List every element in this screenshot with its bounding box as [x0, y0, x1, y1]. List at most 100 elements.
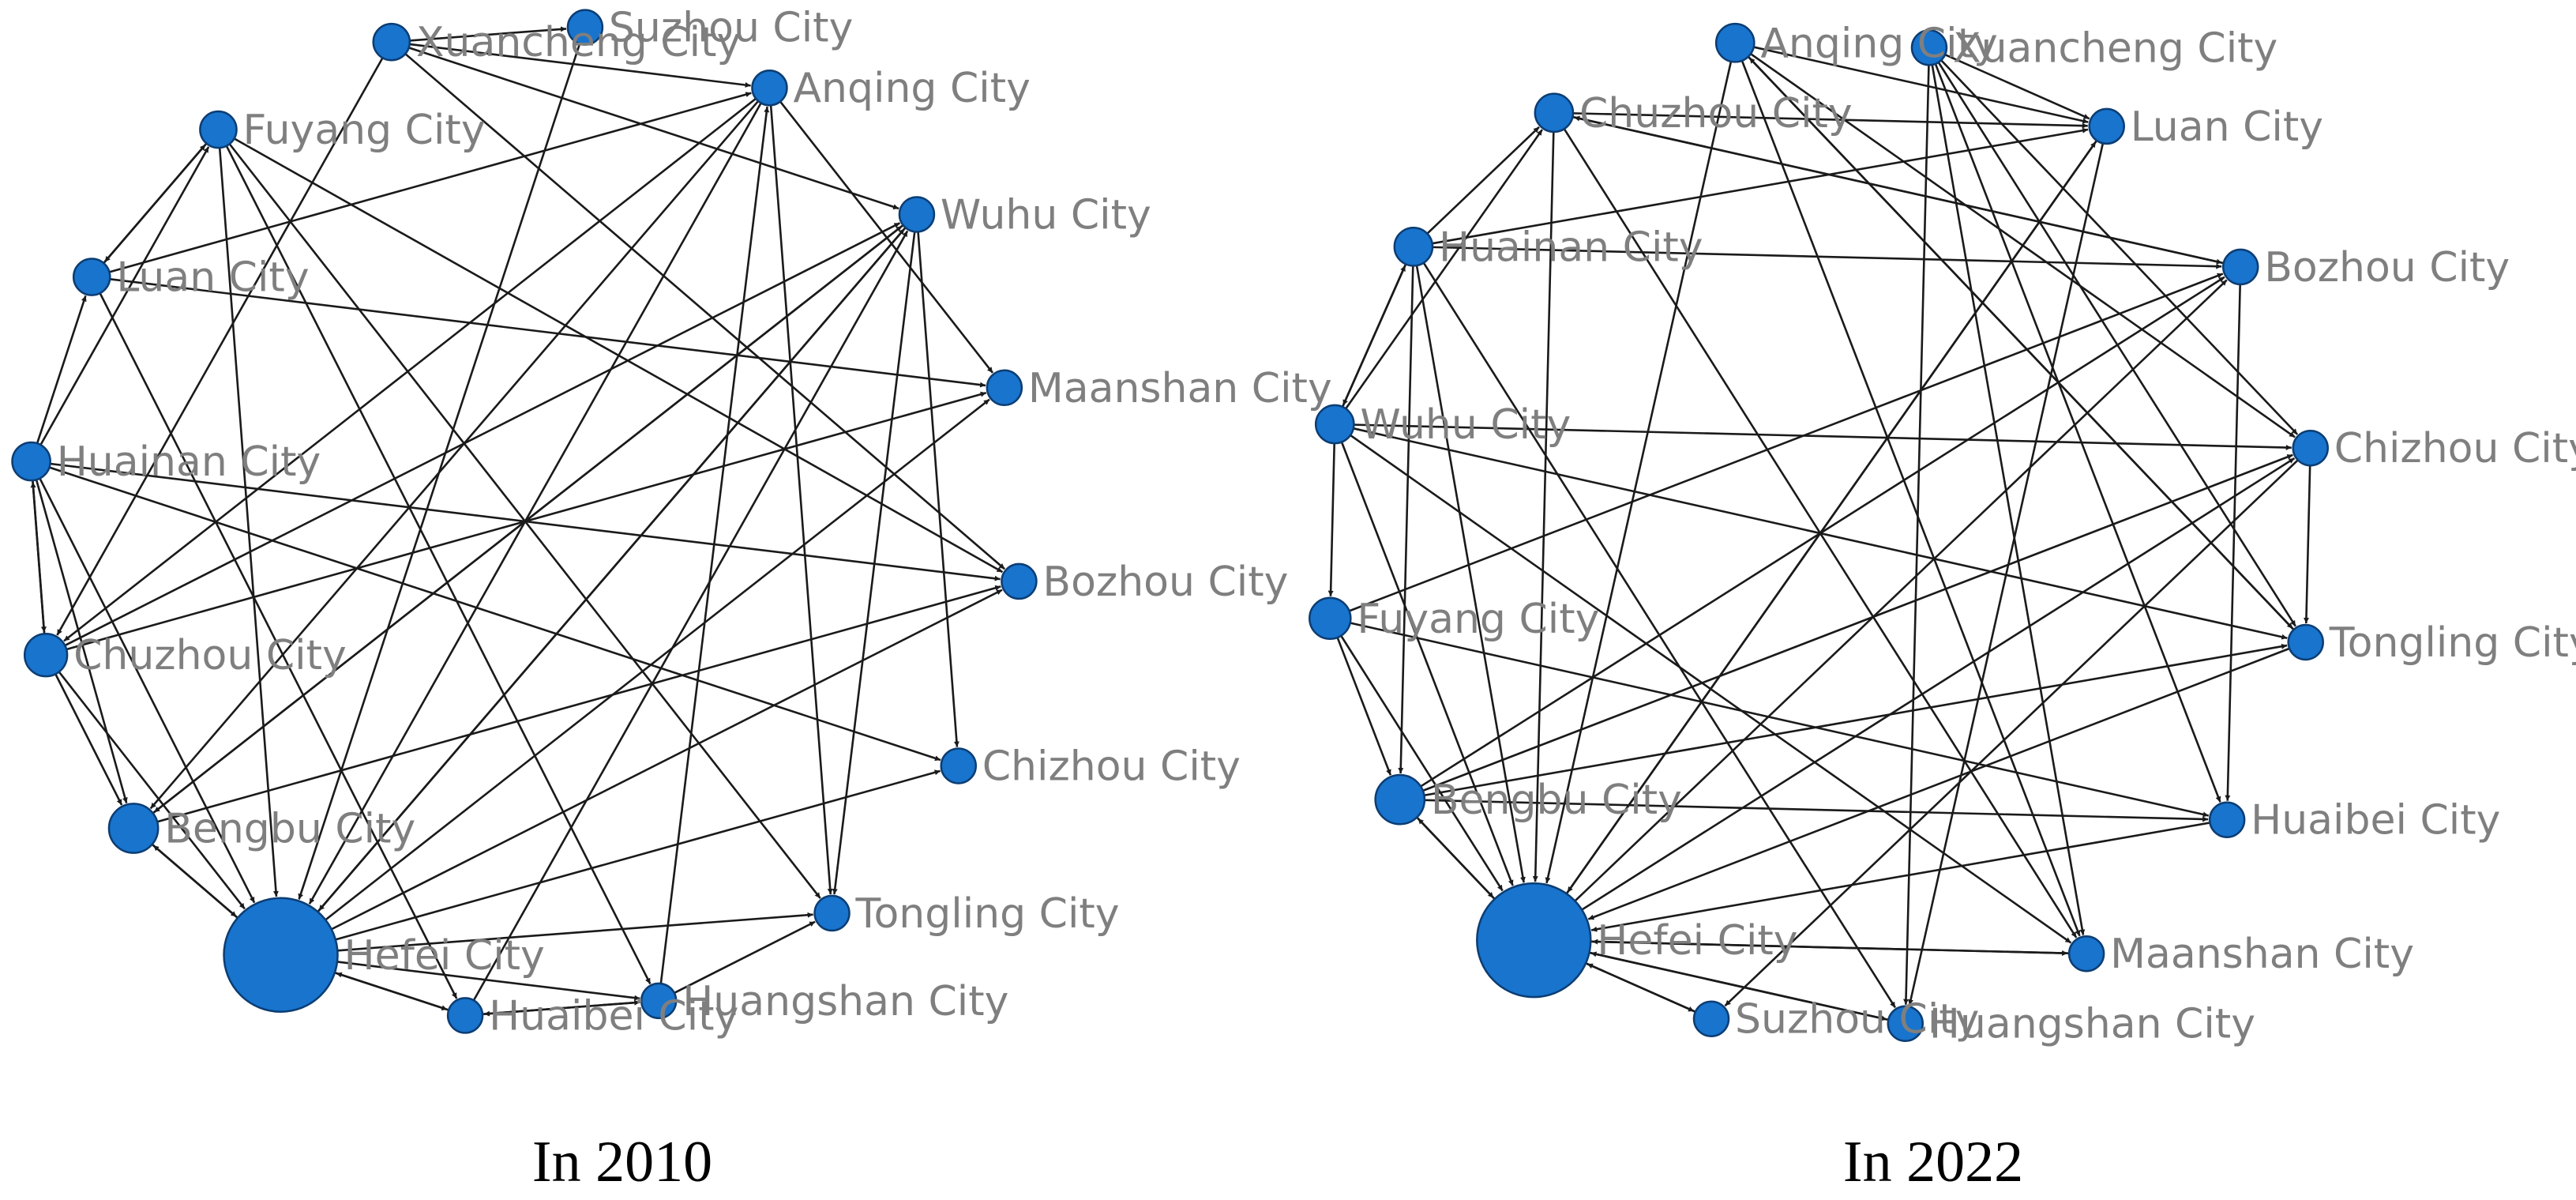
edge-chuzhou-to-hefei [1532, 131, 1555, 882]
node-label-luan-city: Luan City [2131, 103, 2323, 151]
edge-xuancheng-to-bozhou [404, 53, 1006, 570]
node-chizhou-city [2292, 429, 2329, 467]
edge-wuhu-to-bengbu [153, 224, 904, 814]
node-luan-city [72, 258, 111, 296]
node-label-bozhou-city: Bozhou City [1042, 559, 1288, 606]
node-huaibei-city [446, 997, 484, 1034]
edge-xuancheng-to-suzhou [409, 26, 567, 42]
node-chuzhou-city [23, 633, 69, 678]
edge-huaibei-to-hefei [1590, 822, 2210, 932]
node-label-suzhou-city: Suzhou City [1735, 996, 1979, 1044]
edge-xuancheng-to-huangshan [1903, 65, 1930, 1005]
edge-wuhu-to-chizhou [1354, 423, 2292, 450]
edge-bengbu-to-chizhou [1422, 453, 2293, 792]
edge-anqing-to-maanshan [1740, 60, 2081, 937]
edge-wuhu-to-hefei [1340, 442, 1514, 886]
node-label-chizhou-city: Chizhou City [982, 743, 1241, 790]
edge-chuzhou-to-hefei [58, 671, 246, 910]
node-label-fuyang-city: Fuyang City [243, 107, 486, 154]
node-maanshan-city [986, 369, 1023, 407]
node-fuyang-city [199, 110, 238, 149]
node-label-tongling-city: Tongling City [855, 890, 1120, 938]
edge-anqing-to-hefei [308, 102, 762, 905]
edge-fuyang-to-bengbu [1336, 637, 1392, 776]
node-tongling-city [813, 894, 851, 932]
node-label-luan-city: Luan City [116, 254, 309, 302]
node-label-xuancheng-city: Xuancheng City [1953, 24, 2277, 72]
edge-wuhu-to-tongling [832, 231, 916, 895]
edge-xuancheng-to-chuzhou [56, 57, 384, 636]
edge-luan-to-huaibei [99, 292, 458, 999]
node-label-wuhu-city: Wuhu City [1360, 401, 1571, 449]
edge-xuancheng-to-tongling [1937, 62, 2296, 627]
edge-layer [1327, 46, 2311, 1021]
edge-huainan-to-luan [36, 295, 87, 444]
node-label-huangshan-city: Huangshan City [1929, 1001, 2255, 1048]
edge-chuzhou-to-wuhu [64, 222, 901, 647]
edge-suzhou-to-hefei [1587, 962, 1696, 1013]
node-suzhou-city [566, 9, 604, 46]
node-label-bengbu-city: Bengbu City [1431, 777, 1682, 824]
node-bengbu-city [107, 803, 160, 854]
edge-huainan-to-chuzhou [1426, 126, 1540, 235]
node-label-hefei-city: Hefei City [344, 932, 545, 980]
node-label-wuhu-city: Wuhu City [941, 191, 1151, 239]
edge-hefei-to-tongling [337, 912, 813, 952]
edge-bozhou-to-huaibei [2225, 284, 2241, 801]
node-label-bozhou-city: Bozhou City [2264, 244, 2510, 292]
edge-bengbu-to-bozhou [1420, 276, 2225, 788]
edge-huainan-to-bengbu [1398, 265, 1414, 774]
edge-luan-to-anqing [109, 92, 752, 273]
edge-bozhou-to-chuzhou [1574, 115, 2225, 265]
edge-huainan-to-wuhu [1342, 263, 1407, 406]
node-label-anqing-city: Anqing City [1760, 20, 1997, 67]
node-label-huangshan-city: Huangshan City [682, 978, 1008, 1025]
node-label-anqing-city: Anqing City [793, 65, 1030, 112]
edge-fuyang-to-bozhou [1349, 273, 2224, 612]
node-wuhu-city [898, 196, 936, 233]
node-bozhou-city [2221, 248, 2259, 286]
edge-maanshan-to-hefei [1592, 939, 2070, 954]
edge-layer [30, 26, 1006, 1017]
edge-chizhou-to-tongling [2303, 465, 2311, 624]
node-label-fuyang-city: Fuyang City [1357, 596, 1599, 643]
node-label-bengbu-city: Bengbu City [164, 806, 415, 853]
edge-hefei-to-huangshan [336, 961, 640, 1001]
node-suzhou-city [1692, 1000, 1730, 1037]
node-tongling-city [2287, 623, 2324, 661]
edge-xuancheng-to-wuhu [408, 47, 899, 210]
edge-huainan-to-fuyang [39, 146, 210, 446]
panel-caption-2022: In 2022 [1843, 1130, 2023, 1194]
edge-huainan-to-hefei [1415, 265, 1526, 883]
node-label-maanshan-city: Maanshan City [1028, 365, 1332, 412]
edge-fuyang-to-hefei [218, 147, 279, 897]
edge-huainan-to-luan [1432, 127, 2089, 245]
edge-wuhu-to-fuyang [1327, 443, 1336, 596]
node-chuzhou-city [1534, 92, 1575, 134]
edge-hefei-to-maanshan [325, 398, 990, 921]
edge-anqing-to-bengbu [149, 100, 760, 810]
edge-wuhu-to-chizhou [917, 231, 959, 747]
node-label-chuzhou-city: Chuzhou City [1579, 90, 1853, 137]
edge-hefei-to-bozhou [331, 589, 1003, 931]
edge-anqing-to-luan [1753, 46, 2089, 124]
edge-luan-to-maanshan [109, 278, 986, 388]
node-hefei-city [223, 897, 339, 1014]
node-bengbu-city [1374, 773, 1426, 826]
edge-huangshan-to-hefei [1590, 951, 1889, 1021]
node-label-xuancheng-city: Xuancheng City [416, 19, 741, 66]
edge-tongling-to-anqing [1748, 57, 2295, 630]
edge-fuyang-to-luan [103, 142, 208, 263]
node-huangshan-city [640, 982, 678, 1020]
edge-anqing-to-tongling [769, 105, 833, 895]
edge-xuancheng-to-maanshan [1931, 64, 2086, 935]
node-anqing-city [751, 69, 788, 107]
node-label-huainan-city: Huainan City [1439, 224, 1703, 271]
edge-hefei-to-bozhou [1574, 279, 2228, 902]
edge-huainan-to-chizhou [49, 466, 941, 762]
node-huaibei-city [2208, 801, 2246, 838]
edge-luan-to-hefei [1566, 140, 2098, 893]
